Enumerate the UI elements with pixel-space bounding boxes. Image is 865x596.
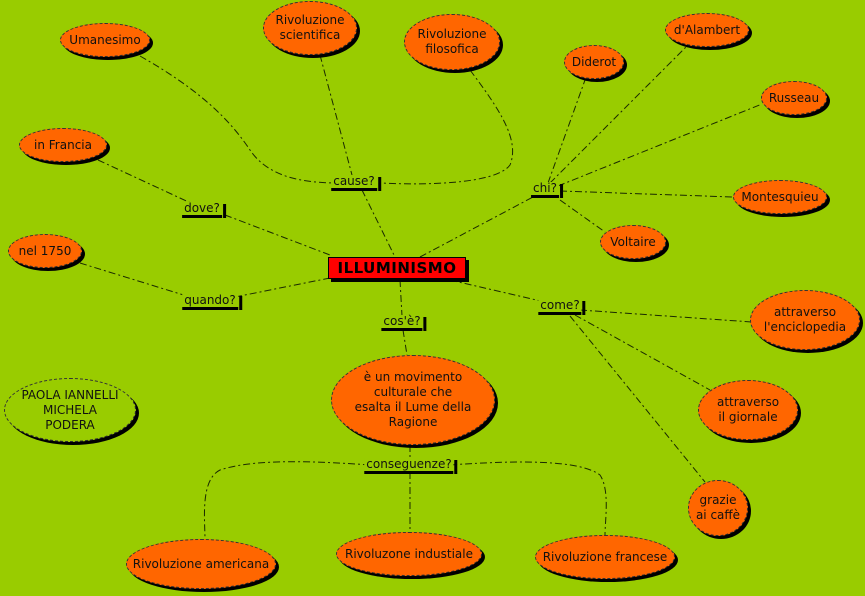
concept-rivoluzione-filosofica[interactable]: Rivoluzione filosofica xyxy=(404,14,500,70)
concept-nel-1750[interactable]: nel 1750 xyxy=(8,234,82,268)
edge xyxy=(319,54,353,176)
concept-diderot[interactable]: Diderot xyxy=(564,45,624,79)
edge xyxy=(203,461,371,541)
edge xyxy=(574,314,711,391)
concept-attraverso-enciclopedia[interactable]: attraverso l'enciclopedia xyxy=(750,290,860,350)
edge xyxy=(97,159,196,206)
edge xyxy=(224,214,331,256)
edge xyxy=(79,262,191,298)
edge xyxy=(549,44,689,184)
edge xyxy=(361,189,396,258)
concept-grazie-caffe[interactable]: grazie ai caffè xyxy=(688,480,748,536)
edge xyxy=(559,190,734,198)
concept-rivoluzione-francese[interactable]: Rivoluzione francese xyxy=(535,535,675,579)
concept-voltaire[interactable]: Voltaire xyxy=(600,225,666,259)
edge xyxy=(419,196,534,258)
edge xyxy=(547,79,586,184)
concept-rivoluzione-americana[interactable]: Rivoluzione americana xyxy=(126,539,276,589)
concept-rivoluzione-scientifica[interactable]: Rivoluzione scientifica xyxy=(263,1,357,55)
edge xyxy=(559,199,606,233)
edge xyxy=(399,279,403,317)
link-dove[interactable]: dove? xyxy=(182,202,226,218)
concept-movimento[interactable]: è un movimento culturale che esalta il L… xyxy=(331,355,495,445)
edge xyxy=(234,277,331,298)
link-chi[interactable]: chi? xyxy=(531,182,563,198)
link-come[interactable]: come? xyxy=(538,299,587,315)
edge xyxy=(379,69,514,185)
concept-russeau[interactable]: Russeau xyxy=(761,81,827,115)
link-cose[interactable]: cos'è? xyxy=(381,315,427,331)
concept-umanesimo[interactable]: Umanesimo xyxy=(60,23,150,57)
link-conseguenze[interactable]: conseguenze? xyxy=(364,458,459,474)
edge xyxy=(402,329,408,356)
central-concept-illuminismo[interactable]: ILLUMINISMO xyxy=(328,257,466,279)
concept-montesquieu[interactable]: Montesquieu xyxy=(733,180,827,214)
edge xyxy=(569,315,706,483)
edge xyxy=(449,279,546,303)
concept-attraverso-giornale[interactable]: attraverso il giornale xyxy=(698,380,798,440)
edge xyxy=(139,55,341,184)
link-cause[interactable]: cause? xyxy=(331,175,381,191)
edge xyxy=(449,461,607,536)
concept-dalambert[interactable]: d'Alambert xyxy=(665,13,749,47)
edge xyxy=(557,103,763,187)
edge xyxy=(579,309,753,323)
authors-node[interactable]: PAOLA IANNELLI MICHELA PODERA xyxy=(4,378,136,442)
concept-in-francia[interactable]: in Francia xyxy=(19,128,107,162)
concept-rivoluzione-industriale[interactable]: Rivoluzone industiale xyxy=(336,532,482,576)
link-quando[interactable]: quando? xyxy=(182,294,242,310)
